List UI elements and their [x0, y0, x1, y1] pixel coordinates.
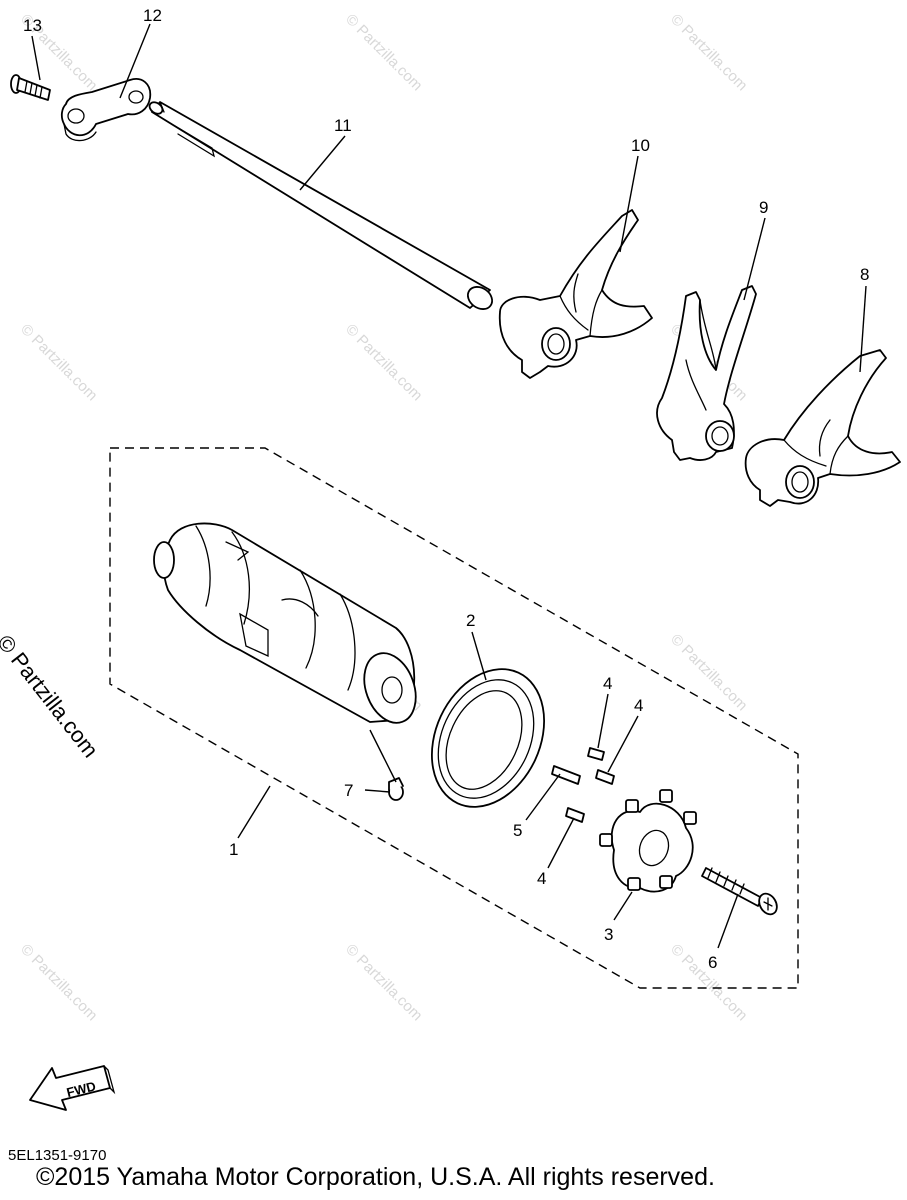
part-guide-bar-11 [148, 101, 493, 310]
callout-4b: 4 [634, 696, 643, 715]
watermark-tile: © Partzilla.com [17, 321, 100, 404]
callout-9: 9 [759, 198, 768, 217]
part-segment-3 [599, 789, 697, 893]
part-screw-13 [10, 74, 51, 101]
part-bearing-2 [431, 668, 545, 808]
part-shift-fork-9 [656, 285, 757, 461]
assembly-boundary [109, 447, 799, 989]
callout-4a: 4 [603, 674, 612, 693]
callout-12: 12 [143, 6, 162, 25]
callout-5: 5 [513, 821, 522, 840]
callout-10: 10 [631, 136, 650, 155]
callout-6: 6 [708, 953, 717, 972]
callout-numbers: 13 12 11 10 9 8 2 4 4 7 5 1 4 3 6 [23, 6, 869, 972]
fwd-label: FWD [65, 1078, 97, 1100]
diagram-code: 5EL1351-9170 [8, 1147, 107, 1164]
watermark-tile: © Partzilla.com [342, 11, 425, 94]
watermark-tile: © Partzilla.com [667, 631, 750, 714]
part-plate-12 [60, 78, 152, 142]
leader-lines [31, 23, 867, 949]
watermark-tile: © Partzilla.com [17, 941, 100, 1024]
callout-1: 1 [229, 840, 238, 859]
callout-8: 8 [860, 265, 869, 284]
copyright-notice: ©2015 Yamaha Motor Corporation, U.S.A. A… [36, 1163, 715, 1191]
part-pins [551, 747, 615, 823]
fwd-arrow-icon: FWD [29, 1065, 116, 1111]
watermark-tile: © Partzilla.com [667, 11, 750, 94]
callout-13: 13 [23, 16, 42, 35]
watermark-tile: © Partzilla.com [342, 941, 425, 1024]
callout-7: 7 [344, 781, 353, 800]
watermark-tile: © Partzilla.com [342, 321, 425, 404]
callout-11: 11 [334, 116, 352, 135]
callout-4c: 4 [537, 869, 546, 888]
part-screw-6 [701, 867, 778, 916]
callout-2: 2 [466, 611, 475, 630]
part-shift-fork-10 [498, 209, 653, 379]
callout-3: 3 [604, 925, 613, 944]
part-shift-fork-8 [744, 349, 901, 507]
part-shift-drum [153, 522, 417, 724]
